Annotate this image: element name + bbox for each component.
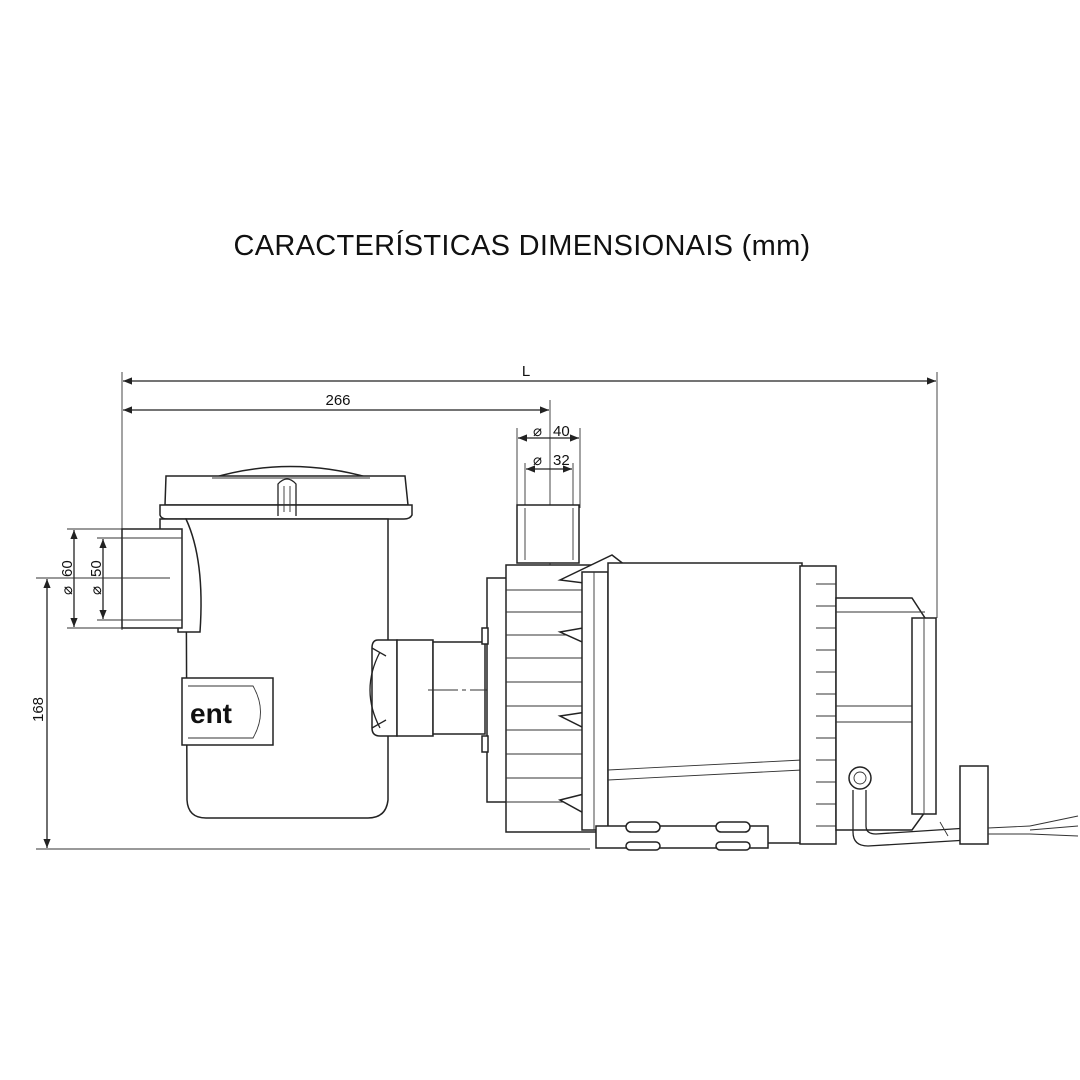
diameter-symbol-60: ⌀ <box>59 586 76 595</box>
motor-body <box>595 562 937 851</box>
dimension-266: 266 <box>123 392 551 600</box>
inlet-inner-diameter-label: 50 <box>88 560 105 577</box>
diameter-symbol-50: ⌀ <box>88 586 105 595</box>
brand-logo-text: ent <box>190 698 232 729</box>
outlet-outer-diameter-label: 40 <box>553 423 570 440</box>
dimension-266-label: 266 <box>325 392 350 409</box>
diameter-symbol-40: ⌀ <box>533 423 542 440</box>
inlet-outer-diameter-label: 60 <box>59 560 76 577</box>
height-label: 168 <box>30 697 47 722</box>
dimension-inlet-diameters: ⌀ 60 ⌀ 50 <box>59 528 122 629</box>
dimension-height: 168 <box>30 577 590 850</box>
outlet-inner-diameter-label: 32 <box>553 452 570 469</box>
strainer-basket: ent <box>121 465 855 819</box>
diameter-symbol-32: ⌀ <box>533 452 542 469</box>
overall-length-label: L <box>522 363 530 380</box>
page-title: CARACTERÍSTICAS DIMENSIONAIS (mm) <box>233 230 811 262</box>
power-cable <box>848 765 1079 847</box>
outlet-nozzle <box>516 504 580 564</box>
